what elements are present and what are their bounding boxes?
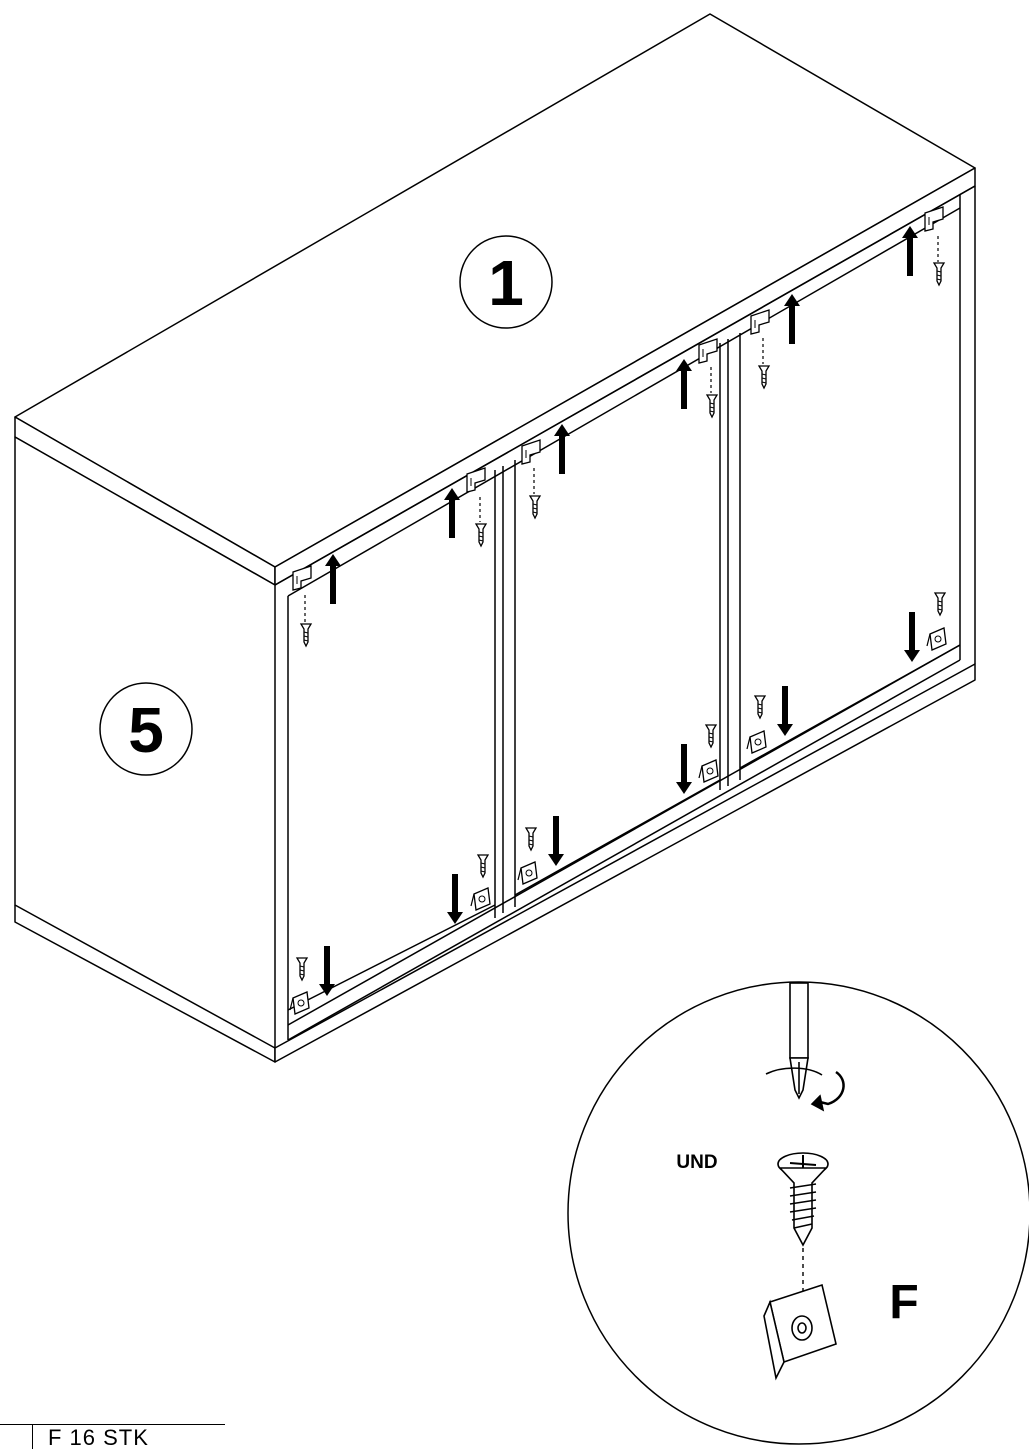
- screw-icon: [477, 854, 489, 878]
- parts-table: F 16 STK: [0, 1424, 225, 1450]
- connector-word: UND: [676, 1152, 717, 1173]
- bracket-icon: [521, 439, 541, 465]
- screwdriver-icon: [765, 982, 845, 1112]
- cabinet-body: [14, 13, 976, 1063]
- screw-icon: [933, 262, 945, 286]
- screw-icon: [934, 592, 946, 616]
- bracket-icon: [926, 627, 947, 651]
- arrow-down-icon: [319, 946, 335, 996]
- screw-icon: [529, 495, 541, 519]
- bracket-icon: [746, 730, 767, 754]
- arrow-down-icon: [904, 612, 920, 662]
- bracket-icon: [470, 887, 491, 911]
- bracket-icon: [289, 991, 310, 1015]
- bracket-icon: [698, 759, 719, 783]
- parts-table-cell: [0, 1425, 33, 1449]
- parts-quantity: F 16 STK: [48, 1425, 149, 1450]
- screw-icon: [754, 695, 766, 719]
- part-label-top: 1: [459, 235, 553, 329]
- bracket-icon: [517, 861, 538, 885]
- screw-icon: [296, 957, 308, 981]
- bottom-fittings: [289, 592, 947, 1015]
- screw-icon: [705, 724, 717, 748]
- screw-large-icon: [777, 1152, 829, 1247]
- screw-icon: [300, 623, 312, 647]
- top-panel-number: 1: [488, 247, 524, 319]
- arrow-up-icon: [325, 554, 341, 604]
- arrow-down-icon: [447, 874, 463, 924]
- screw-icon: [475, 523, 487, 547]
- arrow-up-icon: [444, 488, 460, 538]
- bracket-icon: [750, 309, 770, 335]
- screw-icon: [706, 394, 718, 418]
- arrow-down-icon: [676, 744, 692, 794]
- arrow-up-icon: [676, 359, 692, 409]
- part-label-side: 5: [99, 682, 193, 776]
- top-fittings: [292, 206, 945, 647]
- arrow-down-icon: [548, 816, 564, 866]
- side-panel-number: 5: [128, 694, 164, 766]
- detail-view: UND F: [567, 981, 1029, 1445]
- arrow-up-icon: [554, 424, 570, 474]
- fitting-letter: F: [889, 1276, 918, 1329]
- screw-icon: [758, 365, 770, 389]
- corner-bracket-icon: [763, 1283, 837, 1381]
- screw-icon: [525, 827, 537, 851]
- arrow-down-icon: [777, 686, 793, 736]
